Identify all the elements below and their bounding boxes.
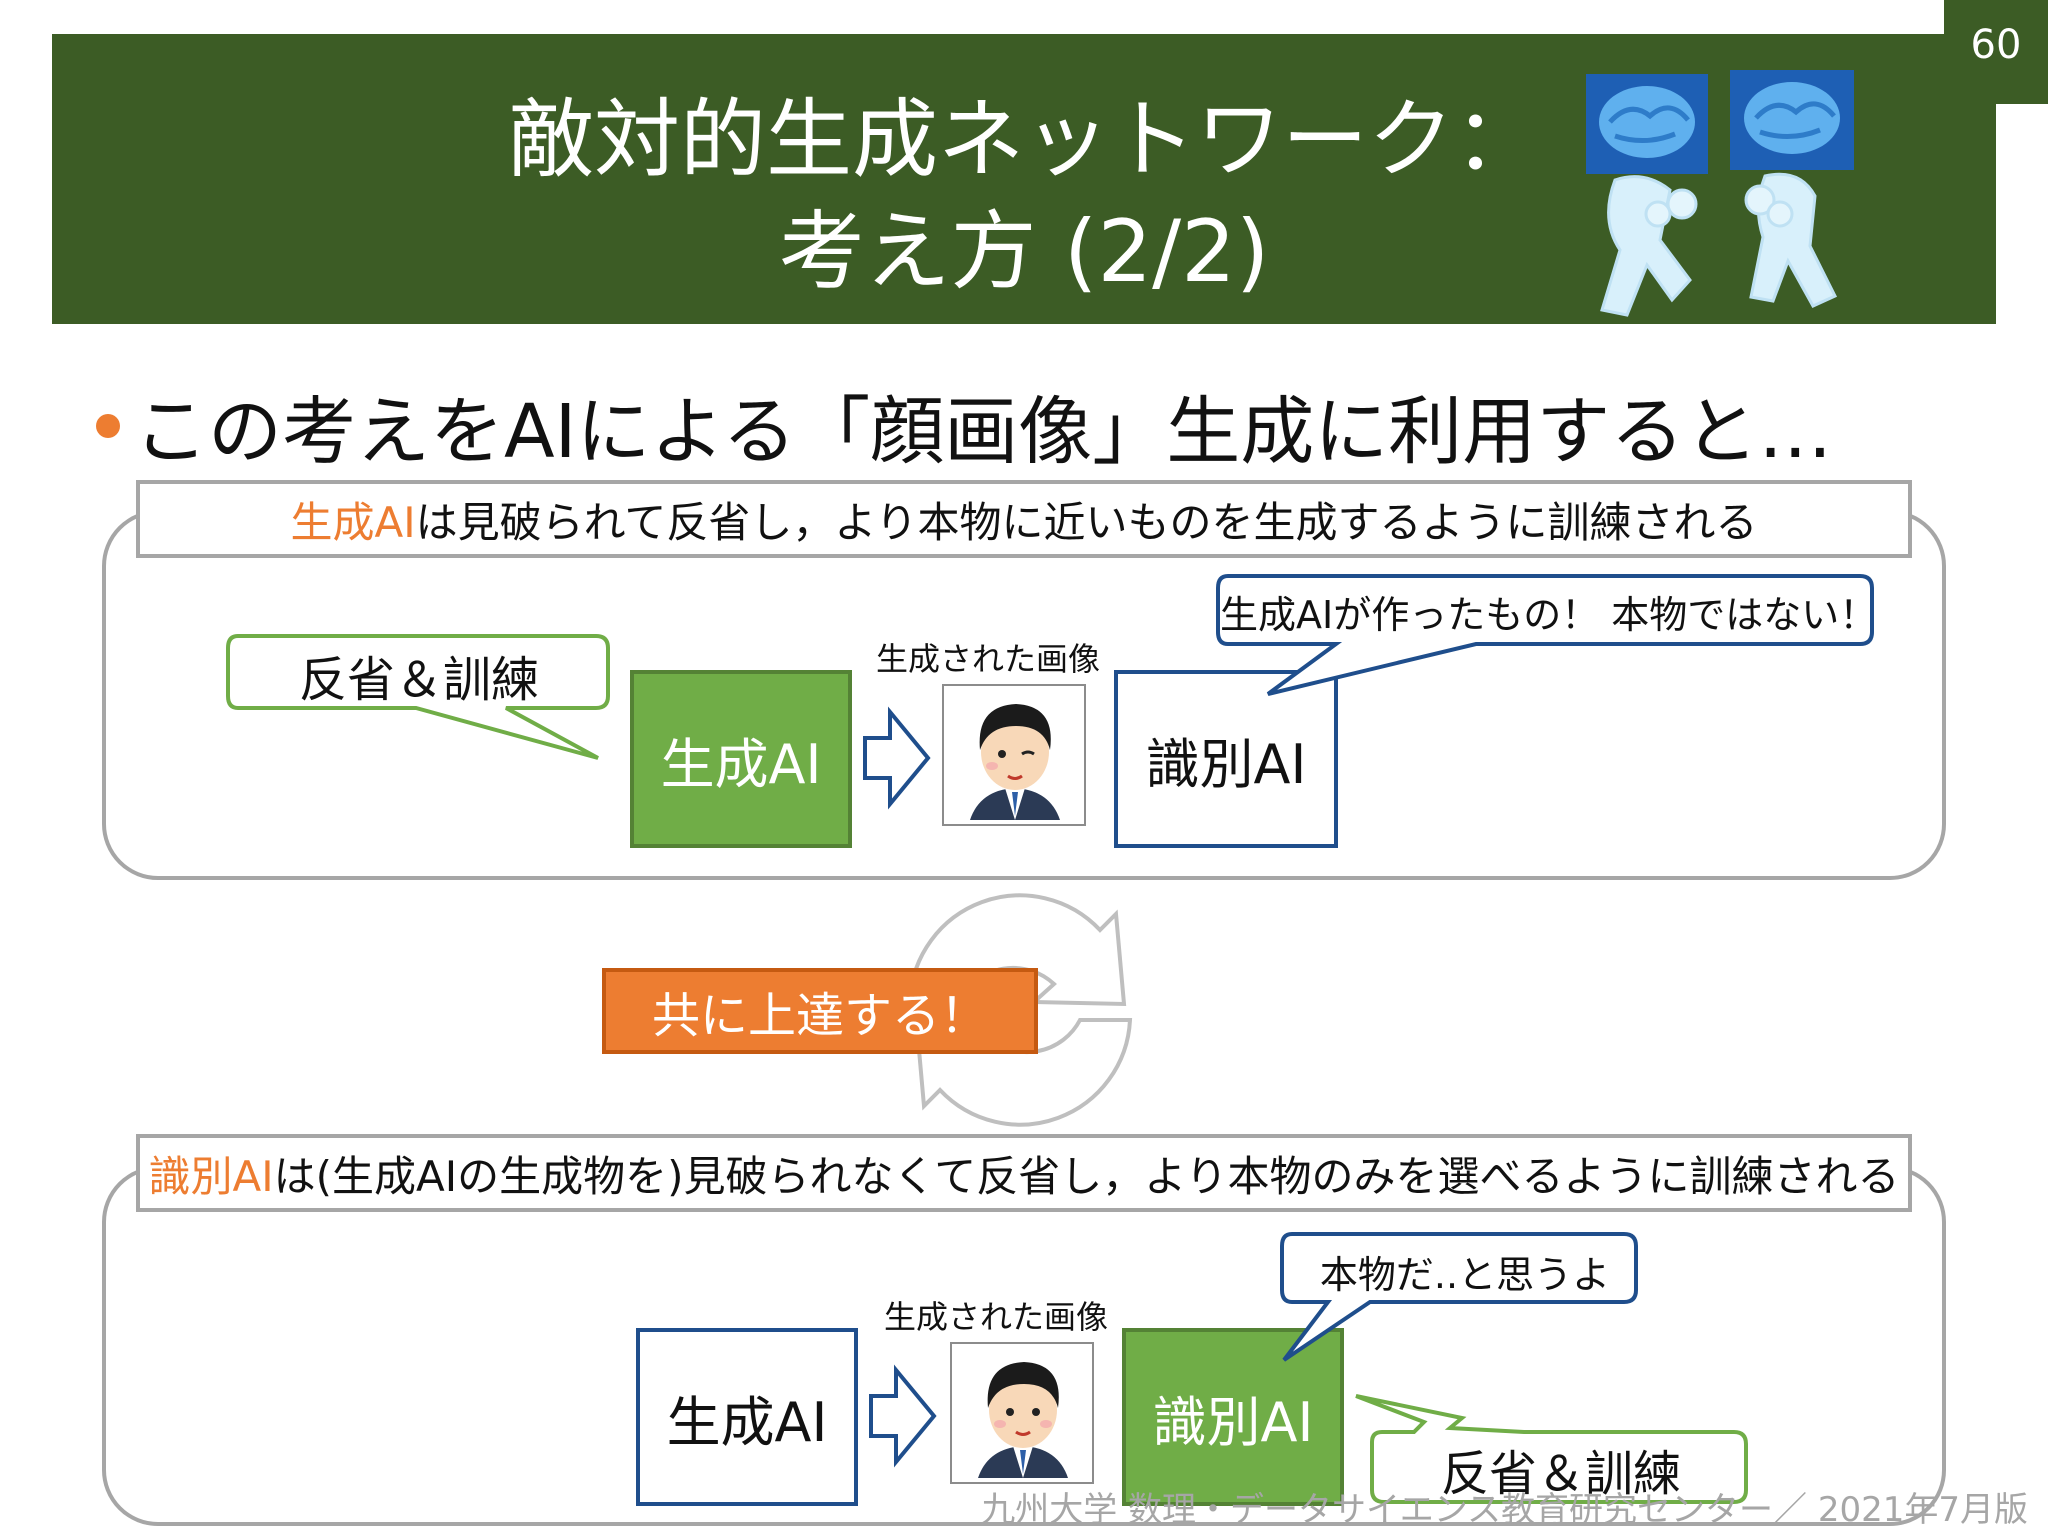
top-image-label: 生成された画像 bbox=[876, 640, 1101, 678]
top-generated-image bbox=[942, 684, 1086, 826]
hollow-right-arrow-icon bbox=[863, 706, 931, 810]
bottom-generator-box: 生成AI bbox=[636, 1328, 858, 1506]
slide-title: 敵対的生成ネットワーク： 考え方 (2/2) bbox=[508, 90, 1540, 302]
bottom-discriminator-bubble bbox=[1280, 1232, 1638, 1362]
top-reflect-bubble bbox=[226, 634, 610, 760]
page-number: 60 bbox=[1970, 22, 2022, 68]
top-discriminator-box: 識別AI bbox=[1114, 670, 1338, 848]
bullet-dot bbox=[96, 414, 120, 438]
bottom-discriminator-text: 本物だ..と思うよ bbox=[1319, 1253, 1611, 1297]
top-reflect-text: 反省＆訓練 bbox=[298, 652, 539, 708]
bottom-generated-image bbox=[950, 1342, 1094, 1484]
bottom-caption-highlight: 識別AI bbox=[148, 1151, 274, 1201]
top-discriminator-text: 生成AIが作ったもの！ 本物ではない！ bbox=[1220, 593, 1878, 637]
hollow-right-arrow-icon bbox=[869, 1364, 937, 1468]
top-generator-box: 生成AI bbox=[630, 670, 852, 848]
footer-credit: 九州大学 数理・データサイエンス教育研究センター／ 2021年7月版 bbox=[981, 1490, 2028, 1530]
bottom-caption-rest: は(生成AIの生成物を)見破られなくて反省し，より本物のみを選べるように訓練され… bbox=[273, 1151, 1900, 1201]
top-caption-rest: は見破られて反省し，より本物に近いものを生成するように訓練される bbox=[415, 497, 1758, 547]
page-number-tab bbox=[1944, 0, 2048, 104]
brain-robot-boxers-illustration bbox=[1586, 70, 1854, 317]
bullet-text: この考えをAIによる「顔画像」生成に利用すると… bbox=[134, 389, 1833, 475]
top-discriminator-bubble bbox=[1216, 574, 1874, 696]
businessman-face-illustration bbox=[978, 1362, 1068, 1478]
top-caption-highlight: 生成AI bbox=[290, 497, 416, 547]
bottom-image-label: 生成された画像 bbox=[884, 1298, 1109, 1336]
bottom-discriminator-box: 識別AI bbox=[1122, 1328, 1344, 1506]
bottom-reflect-bubble bbox=[1355, 1394, 1748, 1504]
businessman-face-illustration bbox=[970, 704, 1060, 820]
improve-together-badge: 共に上達する！ bbox=[602, 968, 1038, 1054]
bottom-reflect-text: 反省＆訓練 bbox=[1440, 1446, 1681, 1502]
